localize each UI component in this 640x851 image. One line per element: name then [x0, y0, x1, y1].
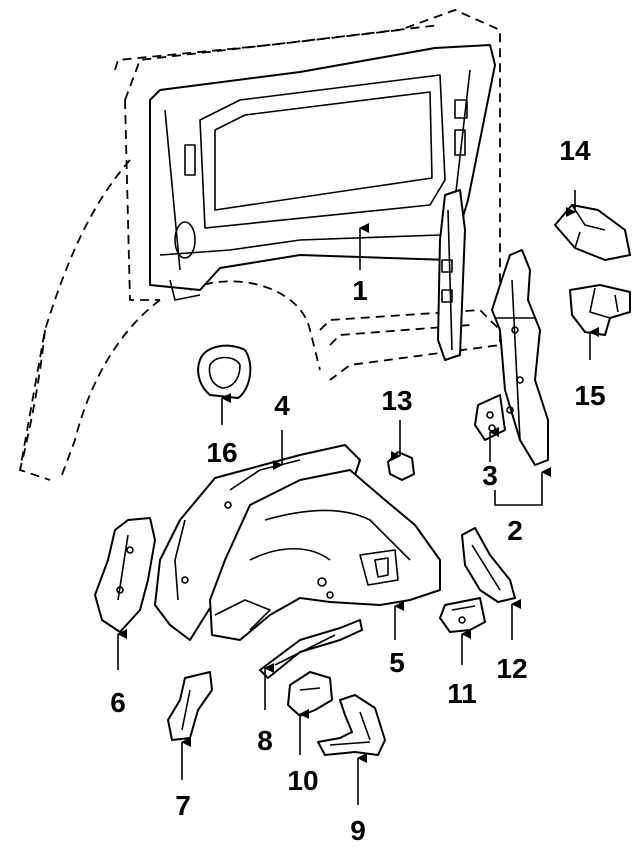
- callout-11: 11: [447, 678, 477, 709]
- bracket-7: [167, 671, 213, 741]
- rear-pillar: [437, 189, 466, 361]
- callout-labels: 1 2 3 4 5 6 7 8 9 10 11 12 13 14 15 16: [110, 135, 605, 846]
- callout-7: 7: [175, 790, 191, 821]
- callout-4: 4: [274, 390, 290, 421]
- rear-corner-panel: [491, 249, 549, 466]
- bracket-15: [569, 284, 631, 336]
- callout-12: 12: [496, 653, 527, 684]
- grommet-16: [197, 344, 252, 399]
- inner-quarter-panel: [149, 44, 496, 301]
- bracket-12: [461, 527, 516, 603]
- bracket-6: [94, 517, 156, 633]
- body-outline: [18, 9, 501, 481]
- callout-15: 15: [574, 380, 605, 411]
- leader-lines: [117, 190, 599, 805]
- callout-1: 1: [352, 275, 368, 306]
- callout-10: 10: [287, 765, 318, 796]
- clip-11: [439, 597, 486, 633]
- callout-16: 16: [206, 437, 237, 468]
- bracket-10: [287, 671, 333, 717]
- bracket-9: [317, 694, 386, 756]
- callout-9: 9: [350, 815, 366, 846]
- callout-8: 8: [257, 725, 273, 756]
- leader-2: [494, 467, 551, 506]
- callout-13: 13: [381, 385, 412, 416]
- callout-14: 14: [559, 135, 591, 166]
- callout-6: 6: [110, 687, 126, 718]
- strip-8: [259, 619, 363, 679]
- clip-13: [387, 451, 415, 481]
- clip-14: [554, 204, 631, 261]
- callout-3: 3: [482, 460, 498, 491]
- callout-2: 2: [507, 515, 523, 546]
- inner-wheelhouse-5: [209, 469, 441, 641]
- callout-5: 5: [389, 647, 405, 678]
